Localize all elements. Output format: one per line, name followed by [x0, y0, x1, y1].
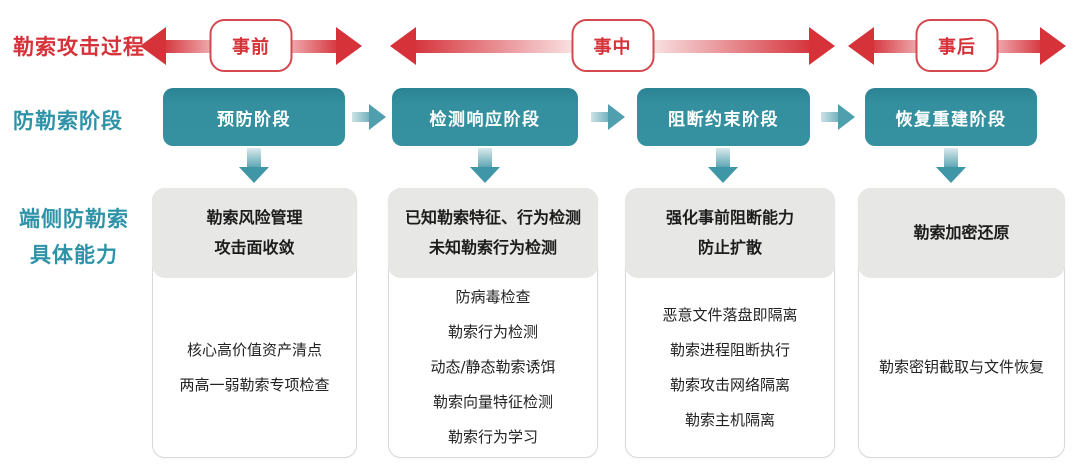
capability-item: 勒索攻击网络隔离 — [669, 375, 790, 394]
card-header-line: 防止扩散 — [697, 238, 762, 257]
capability-card-blocking: 强化事前阻断能力 防止扩散 恶意文件落盘即隔离 勒索进程阻断执行 勒索攻击网络隔… — [625, 188, 835, 458]
stage-box-detection-response: 检测响应阶段 — [392, 88, 578, 146]
stage-box-block-constrain: 阻断约束阶段 — [637, 88, 810, 146]
down-arrow-icon — [470, 148, 500, 184]
capability-item: 勒索行为检测 — [447, 323, 538, 341]
capability-card-header: 强化事前阻断能力 防止扩散 — [625, 188, 835, 278]
card-header-line: 未知勒索行为检测 — [428, 238, 557, 257]
phase-pill-after: 事后 — [915, 19, 999, 72]
timeline-arrow-after: 事后 — [848, 19, 1066, 72]
phase-pill-before: 事前 — [209, 19, 293, 72]
card-header-line: 强化事前阻断能力 — [665, 208, 794, 227]
capability-item: 核心高价值资产清点 — [186, 340, 322, 359]
row-label-attack-process: 勒索攻击过程 — [13, 35, 145, 59]
down-arrow-icon — [708, 148, 738, 184]
card-header-line: 勒索风险管理 — [206, 208, 303, 227]
capability-item: 勒索进程阻断执行 — [669, 340, 790, 359]
arrowhead-left-icon — [848, 27, 874, 65]
capability-card-prevention: 勒索风险管理 攻击面收敛 核心高价值资产清点 两高一弱勒索专项检查 — [152, 188, 357, 458]
phase-pill-during: 事中 — [571, 19, 654, 72]
capability-item: 勒索主机隔离 — [684, 410, 775, 429]
capability-card-body: 恶意文件落盘即隔离 勒索进程阻断执行 勒索攻击网络隔离 勒索主机隔离 — [626, 278, 834, 457]
capability-item: 勒索密钥截取与文件恢复 — [878, 358, 1044, 376]
card-header-line: 攻击面收敛 — [214, 238, 295, 257]
stage-box-prevention: 预防阶段 — [163, 88, 345, 146]
capability-card-recovery: 勒索加密还原 勒索密钥截取与文件恢复 — [858, 188, 1065, 458]
capability-card-body: 防病毒检查 勒索行为检测 动态/静态勒索诱饵 勒索向量特征检测 勒索行为学习 — [389, 278, 597, 457]
capability-card-header: 勒索风险管理 攻击面收敛 — [152, 188, 357, 278]
row-label-capabilities-line2: 具体能力 — [30, 243, 118, 267]
row-label-capabilities-line1: 端侧防勒索 — [19, 207, 129, 231]
arrowhead-left-icon — [140, 27, 166, 65]
capability-item: 动态/静态勒索诱饵 — [430, 358, 556, 376]
right-arrow-icon — [821, 104, 855, 130]
right-arrow-icon — [591, 104, 625, 130]
row-label-capabilities: 端侧防勒索 具体能力 — [8, 201, 140, 273]
down-arrow-icon — [239, 148, 269, 184]
timeline-arrow-during: 事中 — [390, 19, 835, 72]
capability-card-header: 已知勒索特征、行为检测 未知勒索行为检测 — [388, 188, 598, 278]
capability-card-header: 勒索加密还原 — [858, 188, 1065, 278]
capability-card-detection: 已知勒索特征、行为检测 未知勒索行为检测 防病毒检查 勒索行为检测 动态/静态勒… — [388, 188, 598, 458]
card-header-line: 已知勒索特征、行为检测 — [404, 208, 581, 227]
arrowhead-right-icon — [809, 27, 835, 65]
capability-item: 两高一弱勒索专项检查 — [179, 375, 330, 394]
row-label-stages: 防勒索阶段 — [13, 109, 123, 133]
right-arrow-icon — [352, 104, 386, 130]
timeline-arrow-before: 事前 — [140, 19, 362, 72]
arrowhead-left-icon — [390, 27, 416, 65]
capability-item: 勒索行为学习 — [447, 428, 538, 446]
capability-card-body: 核心高价值资产清点 两高一弱勒索专项检查 — [153, 278, 356, 457]
capability-item: 防病毒检查 — [455, 288, 531, 306]
down-arrow-icon — [936, 148, 966, 184]
phase-pill-label: 事中 — [593, 36, 632, 58]
arrowhead-right-icon — [336, 27, 362, 65]
capability-item: 勒索向量特征检测 — [432, 393, 553, 411]
stage-box-recovery-rebuild: 恢复重建阶段 — [865, 88, 1037, 146]
card-header-line: 勒索加密还原 — [913, 223, 1010, 242]
capability-card-body: 勒索密钥截取与文件恢复 — [859, 278, 1064, 457]
arrowhead-right-icon — [1040, 27, 1066, 65]
capability-item: 恶意文件落盘即隔离 — [662, 305, 798, 324]
phase-pill-label: 事前 — [232, 36, 270, 58]
phase-pill-label: 事后 — [938, 36, 976, 58]
